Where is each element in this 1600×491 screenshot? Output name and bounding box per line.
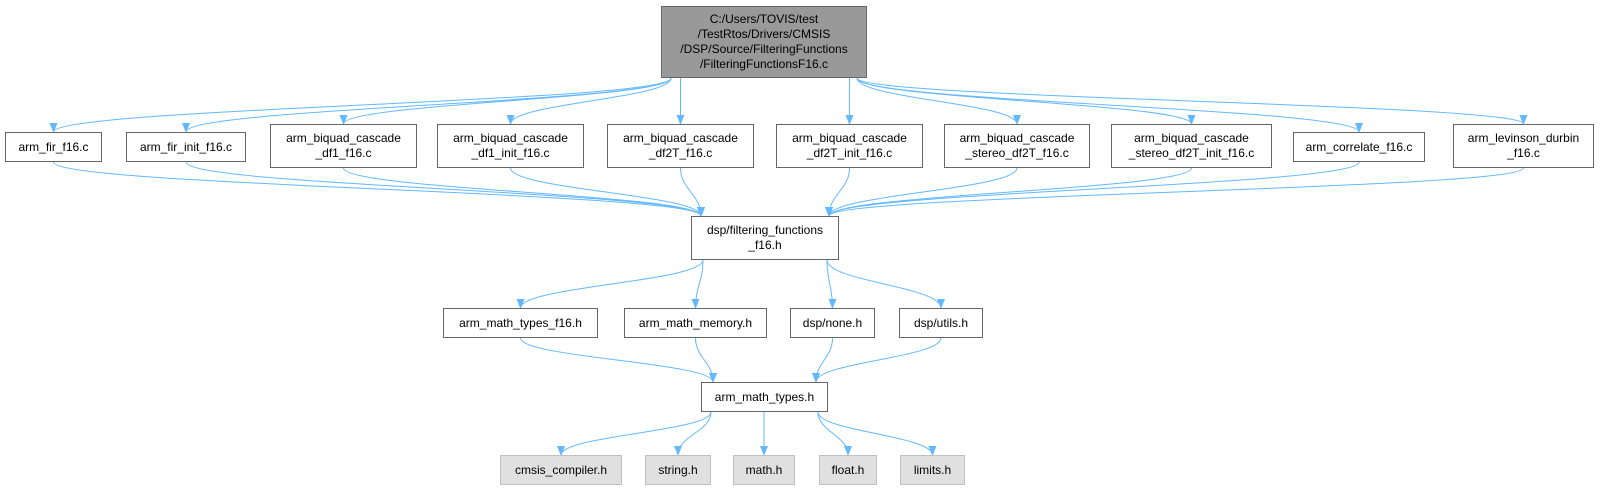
edge-types-header-to-system-4: [817, 411, 937, 456]
edge-root-to-source-0: [49, 77, 672, 133]
node-label: arm_fir_init_f16.c: [139, 139, 233, 154]
edge-filtering-header-to-level3-2: [826, 259, 837, 309]
edge-source-3-to-filtering-header: [510, 167, 705, 217]
system-header-node-math: math.h: [733, 455, 795, 485]
node-label: string.h: [658, 462, 698, 477]
edge-root-to-source-3: [506, 77, 672, 125]
system-header-node-string: string.h: [645, 455, 711, 485]
source-node-arm-biquad-cascade-df2t-f16[interactable]: arm_biquad_cascade _df2T_f16.c: [607, 124, 754, 168]
node-label: dsp/utils.h: [913, 315, 969, 330]
node-label: dsp/filtering_functions _f16.h: [706, 223, 824, 252]
edge-level3-3-to-types-header: [812, 337, 942, 383]
source-node-arm-levinson-durbin-f16[interactable]: arm_levinson_durbin _f16.c: [1453, 124, 1594, 168]
edge-source-8-to-filtering-header: [825, 161, 1360, 217]
node-label: arm_math_types_f16.h: [459, 315, 582, 330]
source-node-arm-biquad-cascade-stereo-df2t-f16[interactable]: arm_biquad_cascade _stereo_df2T_f16.c: [944, 124, 1090, 168]
edge-root-to-source-9: [856, 77, 1528, 125]
node-label: arm_math_memory.h: [638, 315, 753, 330]
source-node-arm-fir-f16[interactable]: arm_fir_f16.c: [5, 132, 102, 162]
filtering-functions-header-node[interactable]: dsp/filtering_functions _f16.h: [691, 216, 839, 260]
edge-root-to-source-1: [182, 77, 672, 133]
edge-types-header-to-system-1: [674, 411, 712, 456]
edge-root-to-source-7: [856, 77, 1196, 125]
edge-source-6-to-filtering-header: [825, 167, 1018, 217]
header-node-dsp-utils[interactable]: dsp/utils.h: [899, 308, 983, 338]
edge-root-to-source-6: [856, 77, 1021, 125]
node-label: math.h: [745, 462, 783, 477]
node-label: arm_biquad_cascade _df2T_f16.c: [623, 131, 738, 160]
node-label: arm_correlate_f16.c: [1305, 139, 1413, 154]
edge-types-header-to-system-0: [557, 411, 712, 456]
header-node-arm-math-memory[interactable]: arm_math_memory.h: [624, 308, 767, 338]
source-node-arm-biquad-cascade-df1-f16[interactable]: arm_biquad_cascade _df1_f16.c: [270, 124, 417, 168]
edge-source-1-to-filtering-header: [185, 161, 705, 217]
source-node-arm-correlate-f16[interactable]: arm_correlate_f16.c: [1293, 132, 1425, 162]
node-label: arm_biquad_cascade _df1_init_f16.c: [453, 131, 568, 160]
header-node-dsp-none[interactable]: dsp/none.h: [790, 308, 875, 338]
edge-level3-1-to-types-header: [695, 337, 717, 383]
edge-source-4-to-filtering-header: [680, 167, 705, 217]
source-node-arm-biquad-cascade-stereo-df2t-init-f16[interactable]: arm_biquad_cascade _stereo_df2T_init_f16…: [1111, 124, 1272, 168]
node-label: arm_math_types.h: [714, 389, 815, 404]
edge-level3-2-to-types-header: [812, 337, 833, 383]
node-label: arm_biquad_cascade _stereo_df2T_init_f16…: [1128, 131, 1255, 160]
node-label: arm_biquad_cascade _df1_f16.c: [286, 131, 401, 160]
edge-source-0-to-filtering-header: [53, 161, 705, 217]
node-label: limits.h: [913, 462, 952, 477]
node-label: cmsis_compiler.h: [514, 462, 608, 477]
source-node-arm-fir-init-f16[interactable]: arm_fir_init_f16.c: [126, 132, 246, 162]
system-header-node-cmsis-compiler: cmsis_compiler.h: [500, 455, 622, 485]
edge-source-2-to-filtering-header: [343, 167, 705, 217]
source-node-arm-biquad-cascade-df1-init-f16[interactable]: arm_biquad_cascade _df1_init_f16.c: [437, 124, 584, 168]
source-node-arm-biquad-cascade-df2t-init-f16[interactable]: arm_biquad_cascade _df2T_init_f16.c: [776, 124, 923, 168]
edge-types-header-to-system-3: [817, 411, 852, 456]
edge-source-7-to-filtering-header: [825, 167, 1192, 217]
node-label: arm_levinson_durbin _f16.c: [1467, 131, 1580, 160]
edge-source-9-to-filtering-header: [825, 167, 1524, 217]
edge-filtering-header-to-level3-0: [516, 259, 704, 309]
edge-filtering-header-to-level3-3: [826, 259, 945, 309]
edge-root-to-source-2: [339, 77, 672, 125]
node-label: arm_biquad_cascade _df2T_init_f16.c: [792, 131, 907, 160]
node-label: dsp/none.h: [802, 315, 863, 330]
system-header-node-float: float.h: [819, 455, 877, 485]
root-file-node: C:/Users/TOVIS/test /TestRtos/Drivers/CM…: [661, 6, 867, 78]
edge-filtering-header-to-level3-1: [691, 259, 704, 309]
root-file-label: C:/Users/TOVIS/test /TestRtos/Drivers/CM…: [680, 12, 848, 71]
node-label: float.h: [831, 462, 865, 477]
system-header-node-limits: limits.h: [900, 455, 965, 485]
header-node-arm-math-types[interactable]: arm_math_types.h: [701, 382, 828, 412]
edge-level3-0-to-types-header: [520, 337, 717, 383]
node-label: arm_biquad_cascade _stereo_df2T_f16.c: [959, 131, 1075, 160]
edge-root-to-source-8: [856, 77, 1363, 133]
node-label: arm_fir_f16.c: [18, 139, 89, 154]
header-node-arm-math-types-f16[interactable]: arm_math_types_f16.h: [443, 308, 598, 338]
